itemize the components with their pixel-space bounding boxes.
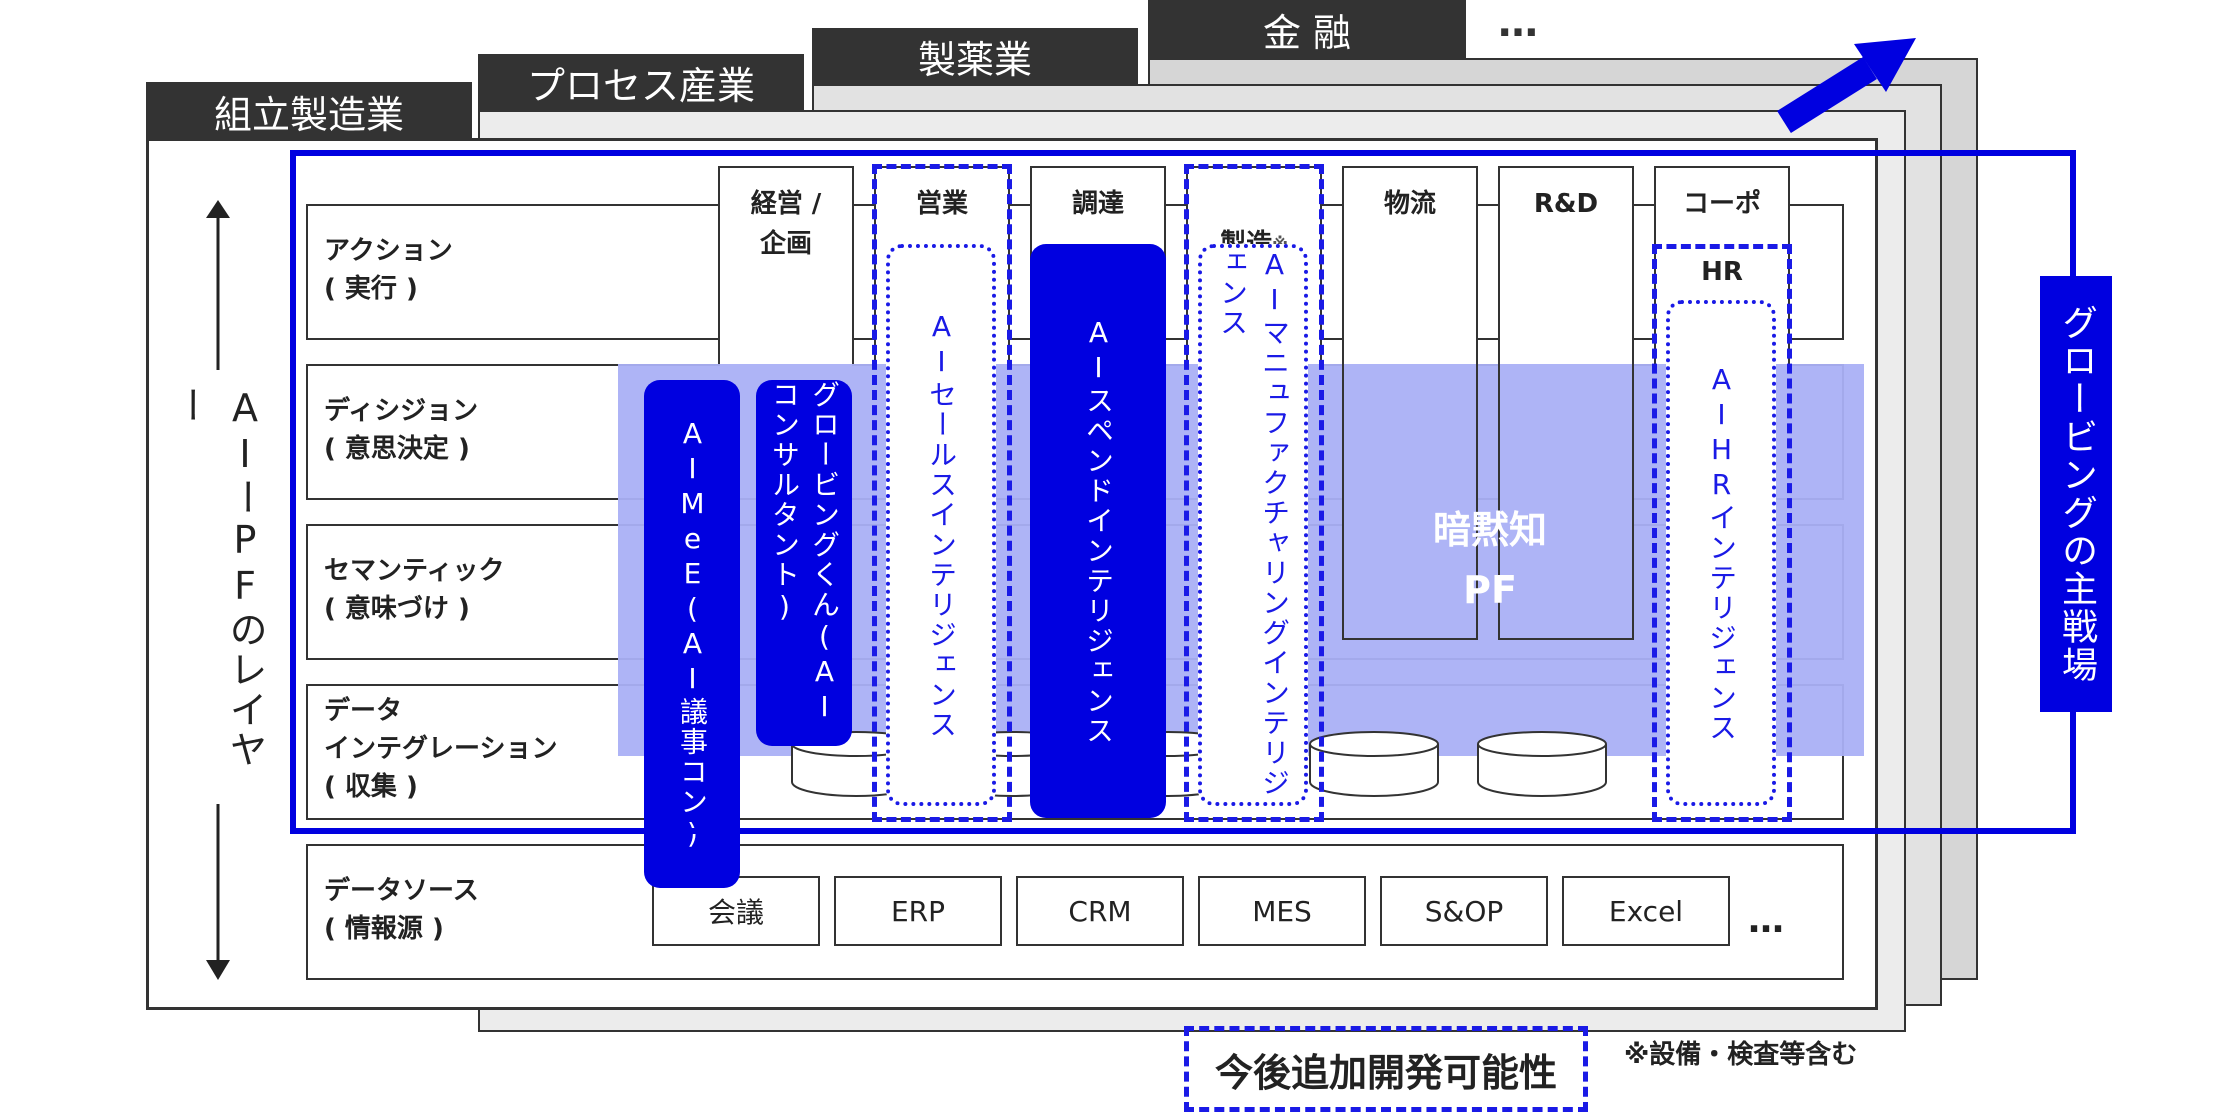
- function-label-hr: HR: [1701, 257, 1743, 287]
- function-column-management: [718, 166, 854, 366]
- datasource-mes: MES: [1198, 876, 1366, 946]
- industry-tab-pharma[interactable]: 製薬業: [812, 28, 1138, 84]
- product-manufacturing-intelligence[interactable]: AIマニュファクチャリングインテリジェンス: [1198, 244, 1308, 806]
- function-label-logistics: 物流: [1383, 189, 1436, 219]
- industry-tab-finance[interactable]: 金 融: [1148, 0, 1466, 58]
- industry-more: …: [1498, 0, 1538, 46]
- database-icon: [1477, 731, 1607, 797]
- product-spend-intelligence[interactable]: AIスペンドインテリジェンス: [1030, 244, 1166, 818]
- row-label-decision: ディシジョン ( 意思決定 ): [324, 396, 479, 464]
- function-label-sales: 営業: [915, 189, 968, 219]
- datasource-excel: Excel: [1562, 876, 1730, 946]
- future-frame-sales: [872, 164, 1012, 822]
- product-hr-intelligence[interactable]: AIHRインテリジェンス: [1666, 300, 1776, 806]
- layer-axis-label: AIーPFのレイヤー: [168, 386, 267, 796]
- future-frame-hr: [1652, 244, 1792, 822]
- function-label-management: 経営 / 企画: [750, 189, 822, 259]
- footnote: ※設備・検査等含む: [1624, 1040, 1858, 1070]
- industry-tab-process[interactable]: プロセス産業: [478, 54, 804, 110]
- product-sales-intelligence[interactable]: AIセールスインテリジェンス: [886, 244, 996, 806]
- row-label-datasource: データソース ( 情報源 ): [324, 876, 479, 944]
- row-label-action: アクション ( 実行 ): [324, 236, 453, 304]
- row-label-integration: データ インテグレーション ( 収集 ): [324, 696, 558, 802]
- product-grokun[interactable]: グロービングくん(AIコンサルタント): [756, 380, 852, 746]
- function-label-procurement: 調達: [1071, 189, 1124, 219]
- rnd-semantic-box: [1498, 364, 1634, 640]
- axis-down-arrow-icon: [206, 804, 230, 980]
- row-label-semantic: セマンティック ( 意味づけ ): [324, 556, 505, 624]
- logistics-semantic-box: [1342, 364, 1478, 640]
- main-battlefield-label: グロービングの主戦場: [2040, 276, 2112, 712]
- industry-tab-assembly[interactable]: 組立製造業: [146, 82, 472, 140]
- datasource-sop: S&OP: [1380, 876, 1548, 946]
- function-label-rnd: R&D: [1533, 189, 1599, 219]
- future-frame-manufacturing: [1184, 164, 1324, 822]
- legend-future-development: 今後追加開発可能性: [1184, 1026, 1588, 1112]
- tacit-knowledge-pf-label: 暗黙知 PF: [1432, 508, 1547, 612]
- main-battlefield-frame: [290, 150, 2076, 834]
- datasource-erp: ERP: [834, 876, 1002, 946]
- database-icon: [1309, 731, 1439, 797]
- datasource-more: …: [1748, 900, 1784, 941]
- product-aimee[interactable]: AIMeE(AI議事コン): [644, 380, 740, 888]
- layer-axis: AIーPFのレイヤー: [168, 200, 267, 980]
- datasource-crm: CRM: [1016, 876, 1184, 946]
- growth-arrow-icon: [1777, 38, 1916, 134]
- function-label-corporate: コーポ: [1682, 189, 1761, 219]
- axis-up-arrow-icon: [206, 200, 230, 370]
